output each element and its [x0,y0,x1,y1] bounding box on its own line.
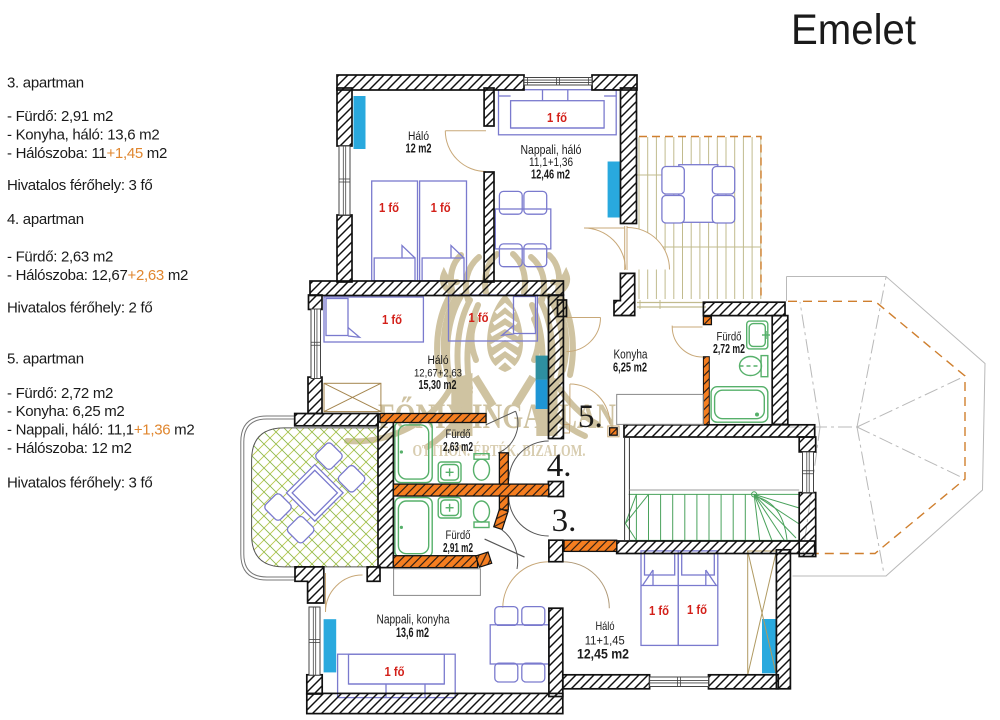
svg-text:3.: 3. [552,503,577,539]
svg-text:5.: 5. [578,399,603,435]
svg-text:1 fő: 1 fő [385,665,405,679]
svg-text:Fürdő: Fürdő [446,530,471,542]
svg-text:11,1+1,36: 11,1+1,36 [529,155,573,169]
svg-text:- Konyha, háló: 13,6 m2: - Konyha, háló: 13,6 m2 [7,127,159,144]
svg-text:- Hálószoba: 12,67+2,63 m2: - Hálószoba: 12,67+2,63 m2 [7,267,188,284]
svg-text:- Fürdő: 2,63 m2: - Fürdő: 2,63 m2 [7,249,113,266]
svg-text:1 fő: 1 fő [382,313,402,327]
svg-text:6,25 m2: 6,25 m2 [613,360,647,375]
svg-text:1 fő: 1 fő [469,311,489,325]
svg-text:- Hálószoba: 11+1,45 m2: - Hálószoba: 11+1,45 m2 [7,145,167,162]
svg-text:2,72 m2: 2,72 m2 [713,342,745,356]
svg-text:5. apartman: 5. apartman [7,351,84,368]
svg-text:Nappali, háló: Nappali, háló [521,142,582,157]
svg-text:- Fürdő: 2,72 m2: - Fürdő: 2,72 m2 [7,385,113,402]
svg-text:- Nappali, háló: 11,1+1,36 m2: - Nappali, háló: 11,1+1,36 m2 [7,422,194,439]
svg-text:Fürdő: Fürdő [446,429,471,441]
svg-text:Nappali, konyha: Nappali, konyha [377,613,450,627]
svg-text:Háló: Háló [596,619,615,633]
svg-text:Konyha: Konyha [614,348,648,362]
svg-text:Emelet: Emelet [791,7,916,54]
svg-text:Háló: Háló [408,131,429,143]
svg-text:4. apartman: 4. apartman [7,211,84,228]
svg-text:Háló: Háló [428,355,449,367]
svg-text:12,67+2,63: 12,67+2,63 [414,368,462,380]
svg-text:12 m2: 12 m2 [406,142,432,156]
svg-text:1 fő: 1 fő [379,201,399,215]
svg-text:- Konyha: 6,25 m2: - Konyha: 6,25 m2 [7,403,124,420]
svg-text:4.: 4. [547,448,572,484]
svg-text:Fürdő: Fürdő [717,332,742,344]
svg-text:2,63 m2: 2,63 m2 [443,440,473,454]
svg-text:1 fő: 1 fő [649,604,669,618]
svg-text:15,30 m2: 15,30 m2 [419,378,457,392]
svg-text:1 fő: 1 fő [687,603,707,617]
svg-text:3. apartman: 3. apartman [7,75,84,92]
svg-text:Hivatalos férőhely: 2 fő: Hivatalos férőhely: 2 fő [7,300,152,317]
svg-text:OTTHON. ÉRTÉK. BIZALOM.: OTTHON. ÉRTÉK. BIZALOM. [413,441,586,460]
svg-text:- Hálószoba: 12 m2: - Hálószoba: 12 m2 [7,440,132,457]
svg-text:Hivatalos férőhely: 3 fő: Hivatalos férőhely: 3 fő [7,475,152,492]
svg-text:2,91 m2: 2,91 m2 [443,541,473,555]
svg-text:- Fürdő: 2,91 m2: - Fürdő: 2,91 m2 [7,108,113,125]
svg-text:1 fő: 1 fő [547,111,567,125]
svg-text:12,46 m2: 12,46 m2 [531,167,570,182]
svg-text:11+1,45: 11+1,45 [585,634,625,648]
svg-text:12,45 m2: 12,45 m2 [577,646,629,662]
svg-text:13,6 m2: 13,6 m2 [396,625,429,640]
svg-text:Hivatalos férőhely: 3 fő: Hivatalos férőhely: 3 fő [7,177,152,194]
svg-text:1 fő: 1 fő [431,201,451,215]
